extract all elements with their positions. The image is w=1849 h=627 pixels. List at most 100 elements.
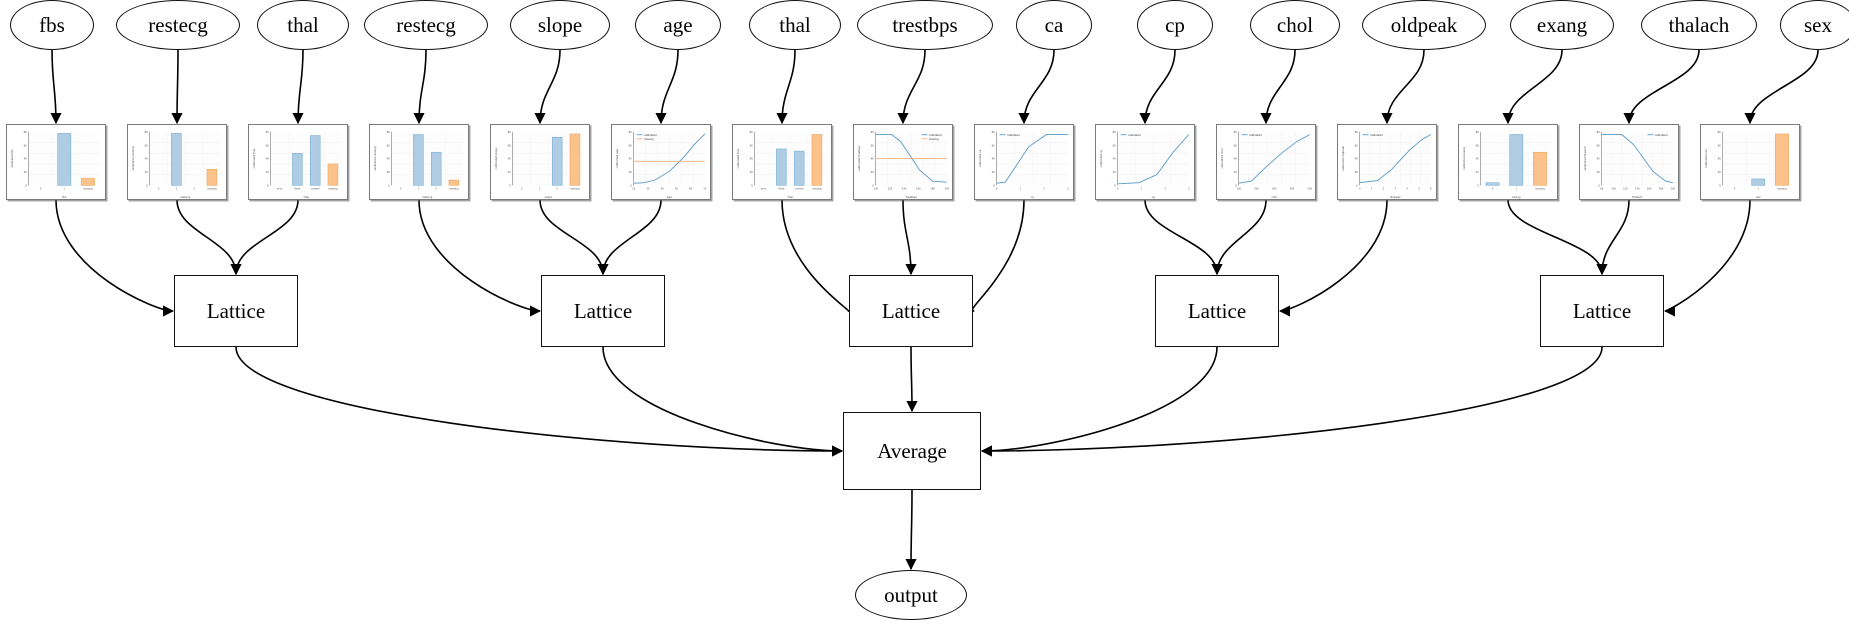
svg-text:40: 40: [1234, 157, 1238, 161]
svg-text:50: 50: [675, 187, 679, 190]
average-node-label: Average: [877, 438, 947, 463]
svg-text:0: 0: [1477, 184, 1479, 188]
svg-text:80: 80: [992, 130, 996, 134]
svg-text:calibrated restecg: calibrated restecg: [131, 146, 135, 171]
svg-text:60: 60: [750, 143, 754, 147]
edge-calib_exang-to-lattice_5: [1507, 199, 1608, 276]
svg-text:60: 60: [1234, 143, 1238, 147]
svg-text:4: 4: [1406, 187, 1408, 190]
edge-thalach-to-calib_thalach: [1623, 49, 1700, 125]
svg-text:60: 60: [689, 187, 693, 190]
edge-calib_oldpeak-to-lattice_4: [1278, 199, 1388, 317]
svg-text:80: 80: [24, 130, 28, 134]
lattice-node-5[interactable]: Lattice: [1540, 275, 1664, 347]
svg-text:missing: missing: [644, 137, 654, 141]
feature-node-sex[interactable]: sex: [1780, 0, 1849, 50]
svg-text:restecg: restecg: [422, 195, 432, 199]
svg-text:60: 60: [387, 143, 391, 147]
svg-text:40: 40: [871, 157, 875, 161]
feature-node-cp[interactable]: cp: [1137, 0, 1213, 50]
svg-text:20: 20: [871, 170, 875, 174]
svg-text:1: 1: [1141, 187, 1143, 190]
svg-text:0: 0: [40, 187, 42, 190]
svg-text:3: 3: [1395, 187, 1397, 190]
svg-text:ca: ca: [1031, 195, 1034, 199]
svg-text:20: 20: [632, 187, 636, 190]
svg-text:anor: anor: [277, 187, 283, 190]
lattice-node-label: Lattice: [881, 298, 941, 323]
svg-text:1: 1: [64, 187, 66, 190]
feature-node-thalach[interactable]: thalach: [1641, 0, 1757, 50]
edge-calib_thal_2-to-lattice_3: [781, 199, 859, 317]
svg-text:missing: missing: [570, 187, 580, 190]
svg-text:20: 20: [750, 170, 754, 174]
svg-text:0: 0: [1359, 187, 1361, 190]
feature-node-exang[interactable]: exang: [1510, 0, 1614, 50]
svg-text:40: 40: [1355, 157, 1359, 161]
feature-node-label: fbs: [39, 12, 65, 37]
svg-text:20: 20: [629, 170, 633, 174]
output-node[interactable]: output: [855, 570, 967, 620]
svg-text:20: 20: [145, 170, 149, 174]
feature-node-age[interactable]: age: [635, 0, 721, 50]
svg-text:80: 80: [387, 130, 391, 134]
feature-node-restecg_2[interactable]: restecg: [364, 0, 488, 50]
svg-text:20: 20: [1234, 170, 1238, 174]
svg-text:calibrated oldpeak: calibrated oldpeak: [1341, 146, 1345, 172]
svg-text:120: 120: [1623, 187, 1628, 190]
svg-text:0: 0: [993, 184, 995, 188]
average-node[interactable]: Average: [843, 412, 981, 490]
svg-text:1: 1: [539, 187, 541, 190]
lattice-node-3[interactable]: Lattice: [849, 275, 973, 347]
svg-text:calibrated: calibrated: [929, 133, 942, 137]
svg-text:80: 80: [266, 130, 270, 134]
svg-text:60: 60: [1718, 143, 1722, 147]
svg-text:0: 0: [1356, 184, 1358, 188]
feature-node-oldpeak[interactable]: oldpeak: [1362, 0, 1486, 50]
svg-text:20: 20: [1355, 170, 1359, 174]
svg-text:80: 80: [1355, 130, 1359, 134]
svg-text:60: 60: [266, 143, 270, 147]
feature-node-chol[interactable]: chol: [1250, 0, 1340, 50]
feature-node-label: age: [663, 12, 693, 37]
edge-slope-to-calib_slope: [534, 49, 561, 125]
edge-calib_age-to-lattice_2: [597, 199, 662, 276]
svg-text:5: 5: [1418, 187, 1420, 190]
lattice-node-4[interactable]: Lattice: [1155, 275, 1279, 347]
feature-node-restecg_1[interactable]: restecg: [116, 0, 240, 50]
feature-node-ca[interactable]: ca: [1016, 0, 1092, 50]
lattice-node-2[interactable]: Lattice: [541, 275, 665, 347]
svg-text:1: 1: [1758, 187, 1760, 190]
feature-node-slope[interactable]: slope: [510, 0, 610, 50]
svg-text:thalach: thalach: [1632, 195, 1642, 199]
svg-text:calibrated exang: calibrated exang: [1462, 147, 1466, 170]
feature-node-trestbps[interactable]: trestbps: [857, 0, 993, 50]
svg-text:sex: sex: [1756, 195, 1761, 199]
feature-node-thal_2[interactable]: thal: [749, 0, 841, 50]
feature-node-fbs[interactable]: fbs: [10, 0, 94, 50]
feature-node-thal_1[interactable]: thal: [257, 0, 349, 50]
svg-text:calibrated: calibrated: [1007, 133, 1020, 137]
lattice-node-1[interactable]: Lattice: [174, 275, 298, 347]
svg-text:40: 40: [266, 157, 270, 161]
feature-node-label: thal: [287, 12, 319, 37]
svg-text:3: 3: [1067, 187, 1069, 190]
svg-text:calibrated slope: calibrated slope: [494, 147, 498, 169]
lattice-node-label: Lattice: [206, 298, 266, 323]
svg-text:trestbps: trestbps: [906, 195, 918, 199]
